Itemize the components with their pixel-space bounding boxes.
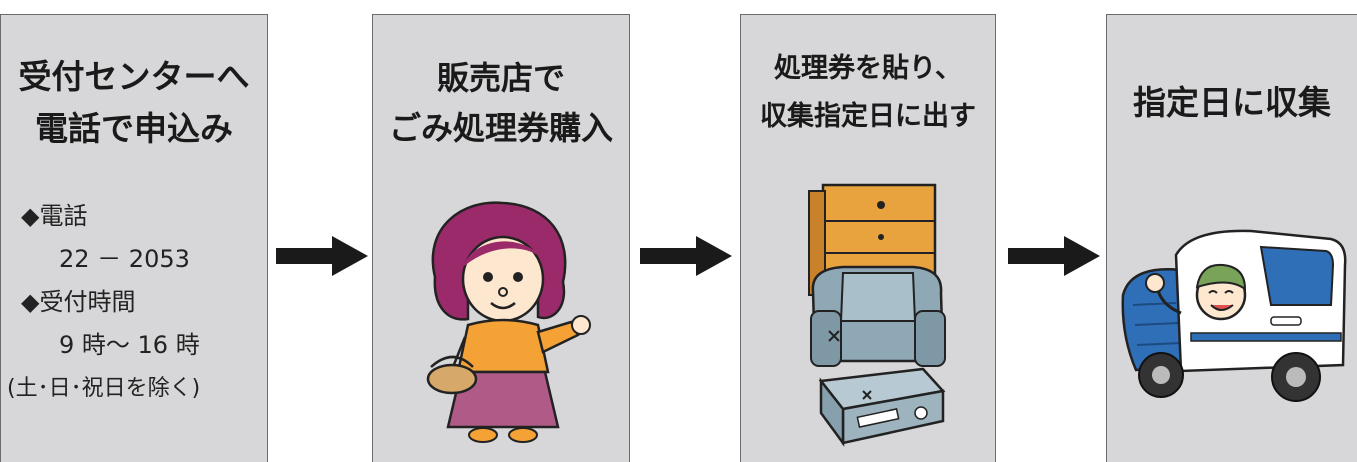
- step-2-panel: 販売店で ごみ処理券購入: [372, 14, 630, 462]
- hours-note: (土･日･祝日を除く): [7, 376, 201, 401]
- step-3-title: 処理券を貼り、 収集指定日に出す: [760, 53, 976, 132]
- step-1-contact-info: ◆電話 22 － 2053 ◆受付時間 9 時～ 16 時 (土･日･祝日を除く…: [7, 195, 200, 410]
- woman-shopper-illustration: [426, 201, 591, 443]
- phone-number: 22 － 2053: [59, 245, 190, 273]
- step-4-panel: 指定日に収集: [1106, 14, 1357, 462]
- garbage-truck-illustration: [1121, 229, 1347, 402]
- right-arrow-icon: [276, 236, 368, 276]
- step-1-title: 受付センターへ 電話で申込み: [18, 57, 250, 148]
- step-3-panel: 処理券を貼り、 収集指定日に出す: [740, 14, 996, 462]
- step-4-title: 指定日に収集: [1133, 83, 1331, 122]
- hours-heading: ◆受付時間: [21, 288, 136, 316]
- step-1-panel: 受付センターへ 電話で申込み ◆電話 22 － 2053 ◆受付時間 9 時～ …: [0, 14, 268, 462]
- step-2-title: 販売店で ごみ処理券購入: [388, 59, 613, 147]
- phone-heading: ◆電話: [21, 202, 88, 230]
- right-arrow-icon: [1008, 236, 1100, 276]
- right-arrow-icon: [640, 236, 732, 276]
- bulky-waste-illustration: [808, 183, 946, 447]
- hours-value: 9 時～ 16 時: [59, 331, 200, 359]
